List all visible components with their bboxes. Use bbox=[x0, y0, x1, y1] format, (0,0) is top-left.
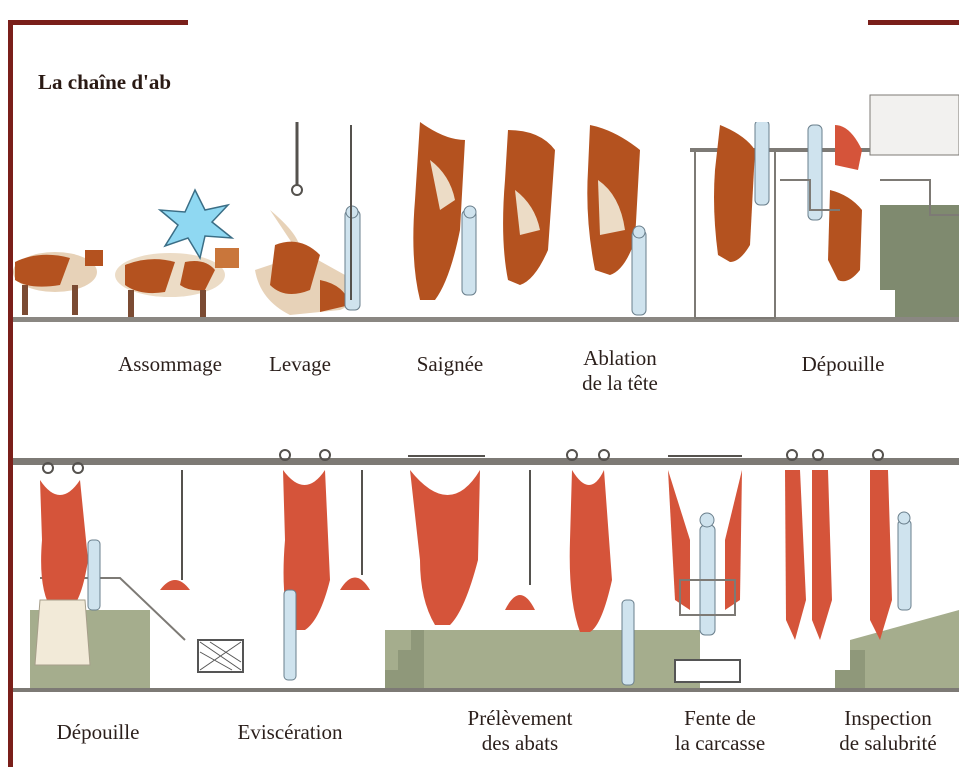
cow-lifted bbox=[255, 122, 360, 315]
carcass-evisceration bbox=[280, 450, 370, 680]
cow-standing-1 bbox=[13, 250, 103, 315]
skinning-station-top bbox=[695, 95, 959, 318]
bin-2 bbox=[675, 660, 740, 682]
label-saignee: Saignée bbox=[395, 352, 505, 377]
blank-overlay bbox=[188, 0, 868, 122]
stun-flash-icon bbox=[160, 190, 232, 258]
label-levage: Levage bbox=[250, 352, 350, 377]
label-depouille-bottom: Dépouille bbox=[38, 720, 158, 745]
top-floor-line bbox=[13, 317, 959, 322]
platform-3 bbox=[850, 610, 959, 688]
label-evisceration: Eviscération bbox=[215, 720, 365, 745]
label-ablation-tete: Ablation de la tête bbox=[560, 346, 680, 396]
top-frame-bar-left bbox=[8, 20, 188, 25]
label-assommage: Assommage bbox=[100, 352, 240, 377]
carcass-splitting bbox=[668, 456, 742, 635]
cow-head-removal bbox=[587, 125, 646, 315]
top-frame-bar-right bbox=[866, 20, 959, 25]
left-frame-bar bbox=[8, 20, 13, 767]
label-prelevement-abats: Prélèvement des abats bbox=[440, 706, 600, 756]
label-depouille-top: Dépouille bbox=[778, 352, 908, 377]
page-title: La chaîne d'ab bbox=[38, 70, 171, 95]
carcass-inspection bbox=[785, 450, 911, 640]
cow-stunned bbox=[115, 190, 239, 317]
cow-bleeding bbox=[413, 122, 555, 300]
label-fente-carcasse: Fente de la carcasse bbox=[655, 706, 785, 756]
platform-2 bbox=[385, 630, 700, 688]
label-inspection-salubrite: Inspection de salubrité bbox=[818, 706, 958, 756]
bottom-floor-line bbox=[13, 688, 959, 692]
